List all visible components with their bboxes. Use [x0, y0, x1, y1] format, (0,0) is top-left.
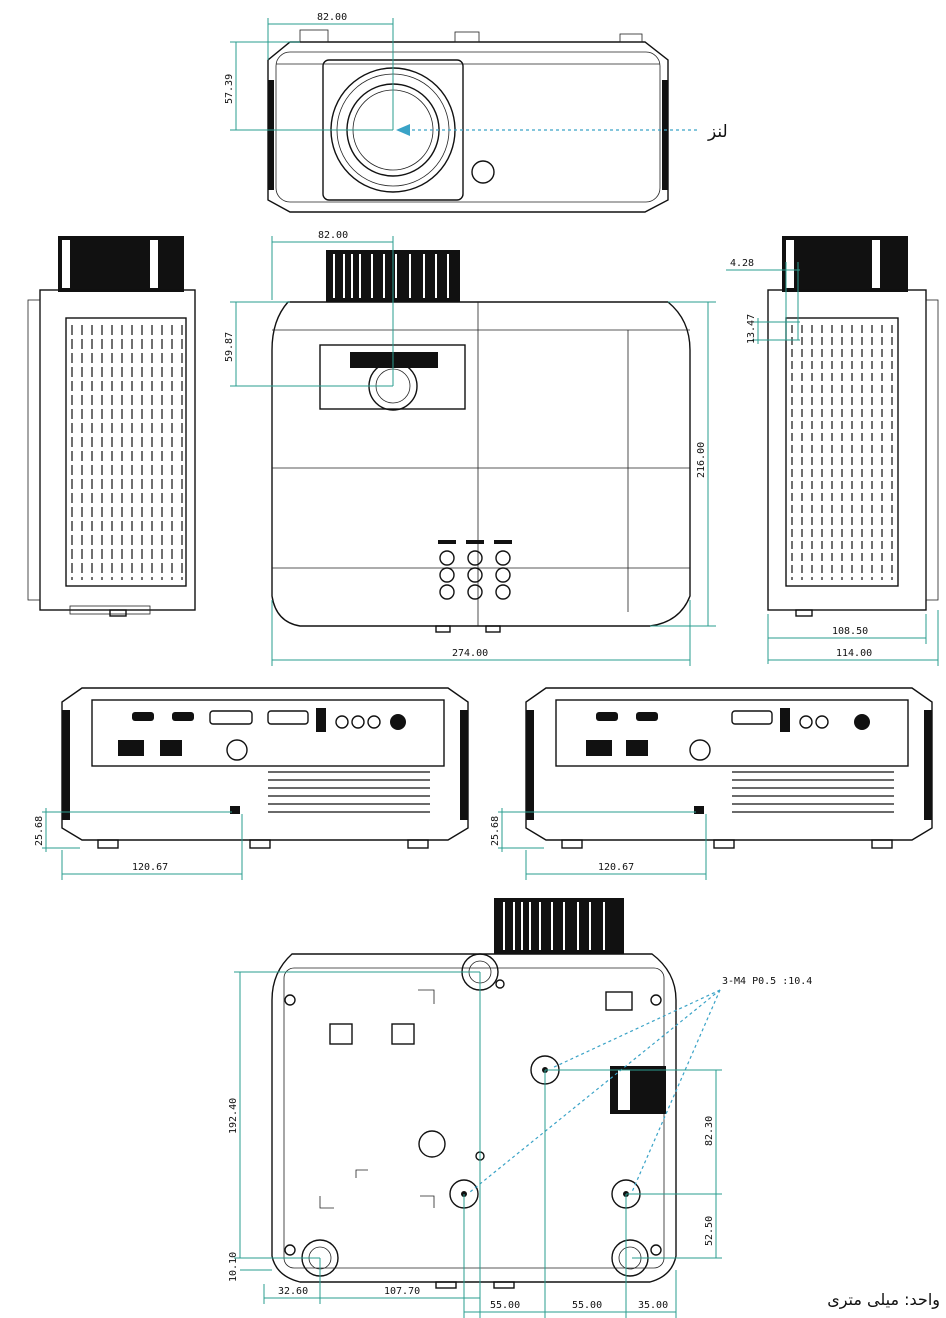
- unit-caption: واحد: میلی متری: [827, 1290, 940, 1309]
- dim-bottom-screw-v1: 82.30: [704, 1116, 715, 1146]
- dim-rear-right-offset: 120.67: [598, 862, 634, 873]
- dim-side-total-depth: 114.00: [836, 648, 872, 659]
- rear-view-left: [61, 687, 469, 849]
- left-side-vent-grid: [71, 325, 183, 580]
- top-view-dimensions: 82.00 59.87 216.00 274.00: [224, 230, 716, 666]
- dim-side-inner-depth: 108.50: [832, 626, 868, 637]
- dim-bottom-screw-h3: 35.00: [638, 1300, 668, 1311]
- right-side-dimensions: 4.28 13.47 108.50 114.00: [726, 258, 939, 666]
- dim-front-lens-height: 57.39: [224, 74, 235, 104]
- screw-spec-label: 3-M4 P0.5 :10.4: [722, 976, 812, 987]
- dim-bottom-screw-v2: 52.50: [704, 1216, 715, 1246]
- dim-bottom-screw-h1: 55.00: [490, 1300, 520, 1311]
- front-view: [267, 29, 669, 213]
- dim-top-total-depth: 216.00: [696, 442, 707, 478]
- bottom-view-dimensions: 3-M4 P0.5 :10.4 192.40 10.10 32.60 107.7…: [228, 971, 812, 1318]
- top-view-control-buttons: [438, 540, 512, 600]
- dim-top-total-width: 274.00: [452, 648, 488, 659]
- dim-side-b: 13.47: [746, 314, 757, 344]
- left-side-view: [27, 236, 196, 617]
- lens-label: لنز: [707, 122, 728, 142]
- rear-left-vent: [268, 771, 430, 813]
- dim-bottom-depth: 192.40: [228, 1098, 239, 1134]
- dim-bottom-foot-offset: 10.10: [228, 1252, 239, 1282]
- dim-rear-left-height: 25.68: [34, 816, 45, 846]
- dim-rear-right-height: 25.68: [490, 816, 501, 846]
- dim-bottom-mid-x: 107.70: [384, 1286, 420, 1297]
- bottom-view: [271, 898, 677, 1289]
- dim-top-lens-offset: 82.00: [318, 230, 348, 241]
- dim-bottom-left-x: 32.60: [278, 1286, 308, 1297]
- right-side-vent-grid: [791, 325, 893, 580]
- right-side-view: [767, 236, 939, 617]
- dim-front-lens-width: 82.00: [317, 12, 347, 23]
- rear-right-vent: [732, 771, 894, 813]
- dim-top-lens-depth: 59.87: [224, 332, 235, 362]
- dim-rear-left-offset: 120.67: [132, 862, 168, 873]
- rear-right-dimensions: 25.68 120.67: [490, 808, 707, 880]
- rear-view-right: [525, 687, 933, 849]
- top-view: [271, 250, 691, 633]
- front-view-dimensions: 82.00 57.39 لنز: [224, 12, 728, 142]
- dim-side-a: 4.28: [730, 258, 754, 269]
- dim-bottom-screw-h2: 55.00: [572, 1300, 602, 1311]
- rear-left-dimensions: 25.68 120.67: [34, 808, 243, 880]
